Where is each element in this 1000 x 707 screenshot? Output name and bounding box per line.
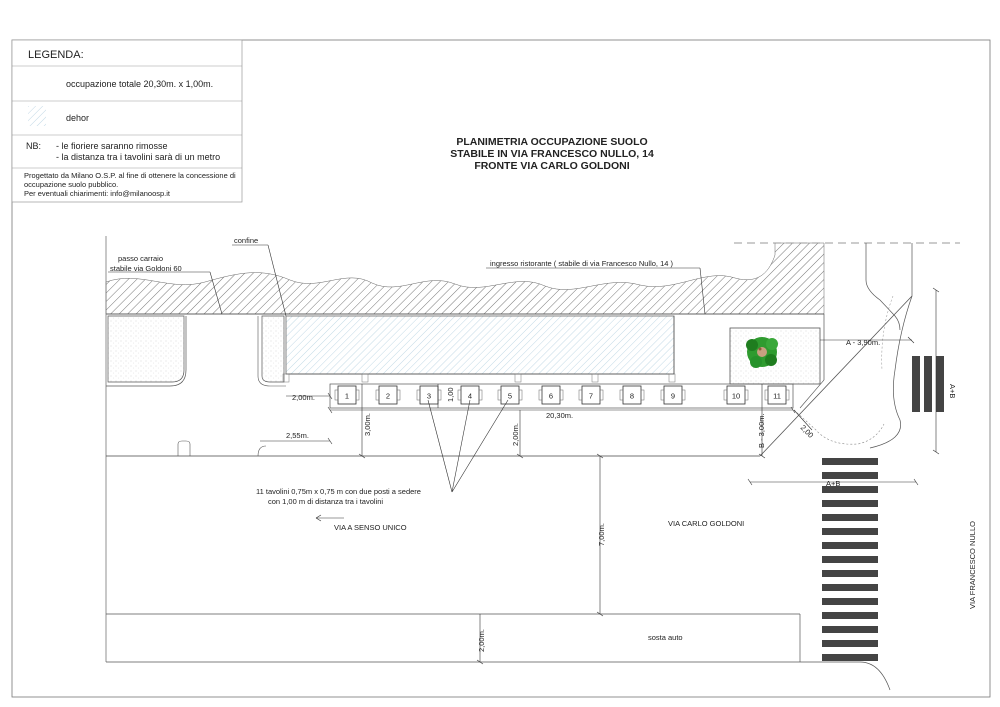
title-line: PLANIMETRIA OCCUPAZIONE SUOLO xyxy=(456,136,647,148)
table-number: 11 xyxy=(773,392,781,401)
crosswalk-stripe xyxy=(822,542,878,549)
legend-credit: Progettato da Milano O.S.P. al fine di o… xyxy=(24,171,236,180)
table-1: 1 xyxy=(334,385,360,405)
legend-total-occupation: occupazione totale 20,30m. x 1,00m. xyxy=(66,79,213,89)
table-6: 6 xyxy=(538,385,564,405)
dimension-label: A+B xyxy=(826,479,840,488)
tables: 1 2 3 4 5 6 7 8 9 10 11 xyxy=(334,385,790,405)
building-wall-hatch xyxy=(105,242,825,315)
crosswalk-stripe xyxy=(822,640,878,647)
via-nullo-label: VIA FRANCESCO NULLO xyxy=(968,521,977,609)
page-frame xyxy=(11,39,991,698)
title-line: STABILE IN VIA FRANCESCO NULLO, 14 xyxy=(450,148,654,160)
table-4: 4 xyxy=(457,385,483,405)
dimension-label: 2,00m. xyxy=(511,423,520,446)
table-8: 8 xyxy=(619,385,645,405)
tavolini-label: con 1,00 m di distanza tra i tavolini xyxy=(268,497,383,506)
crosswalk-bottom xyxy=(822,458,878,661)
crosswalk-stripe xyxy=(822,626,878,633)
title-line: FRONTE VIA CARLO GOLDONI xyxy=(474,160,629,172)
table-number: 7 xyxy=(589,392,593,401)
crosswalk-stripe xyxy=(822,528,878,535)
table-2: 2 xyxy=(375,385,401,405)
legend-nb-item: - la distanza tra i tavolini sarà di un … xyxy=(56,152,220,162)
crosswalk-stripe xyxy=(822,654,878,661)
occupation-strip xyxy=(329,383,794,409)
legend-nb-item: - le fioriere saranno rimosse xyxy=(56,141,168,151)
table-number: 3 xyxy=(427,392,431,401)
table-number: 10 xyxy=(732,392,740,401)
dimension-label: A+B xyxy=(948,384,957,398)
crosswalk-stripe xyxy=(822,500,878,507)
dimension-label: 2,00m. xyxy=(292,393,315,402)
dimension-label: 3,00m. xyxy=(363,413,372,436)
legend-credit: occupazione suolo pubblico. xyxy=(24,180,118,189)
tavolini-label: 11 tavolini 0,75m x 0,75 m con due posti… xyxy=(256,487,421,496)
leader-lines xyxy=(108,244,706,522)
table-number: 8 xyxy=(630,392,634,401)
crosswalk-stripe xyxy=(822,598,878,605)
table-5: 5 xyxy=(497,385,523,405)
confine-label: confine xyxy=(234,236,258,245)
table-number: 2 xyxy=(386,392,390,401)
dimension-label: 7,00m. xyxy=(597,523,606,546)
dimension-label: B - 3,00m. xyxy=(757,413,766,448)
sosta-label: sosta auto xyxy=(648,633,683,642)
crosswalk-stripe xyxy=(822,612,878,619)
dehor-swatch xyxy=(28,106,46,126)
corner-diagonal xyxy=(759,295,913,457)
crosswalk-stripe xyxy=(822,514,878,521)
table-number: 6 xyxy=(549,392,553,401)
dimension-label: 1,00 xyxy=(446,387,455,402)
crosswalk-stripe xyxy=(822,486,878,493)
legend-header: LEGENDA: xyxy=(28,49,84,61)
via-goldoni-label: VIA CARLO GOLDONI xyxy=(668,519,744,528)
table-3: 3 xyxy=(416,385,442,405)
crosswalk-stripe xyxy=(822,584,878,591)
table-number: 9 xyxy=(671,392,675,401)
dimension-label: 2,00m. xyxy=(477,629,486,652)
senso-unico-label: VIA A SENSO UNICO xyxy=(334,523,407,532)
dimension-label: 2,55m. xyxy=(286,431,309,440)
crosswalk-right xyxy=(912,356,944,412)
legend-nb-label: NB: xyxy=(26,141,41,151)
ingresso-label: ingresso ristorante ( stabile di via Fra… xyxy=(490,259,673,268)
passo-carraio-label: stabile via Goldoni 60 xyxy=(110,264,182,273)
crosswalk-stripe xyxy=(822,556,878,563)
table-number: 5 xyxy=(508,392,512,401)
table-10: 10 xyxy=(723,385,749,405)
legend-credit: Per eventuali chiarimenti: info@milanoos… xyxy=(24,189,171,198)
legend: LEGENDA: occupazione totale 20,30m. x 1,… xyxy=(11,39,243,203)
dimension-label: A - 3,90m. xyxy=(846,338,880,347)
dimension-label: 2,00 xyxy=(799,423,816,440)
legend-dehor: dehor xyxy=(66,113,89,123)
table-number: 1 xyxy=(345,392,349,401)
dimension-lines xyxy=(260,287,940,665)
table-7: 7 xyxy=(578,385,604,405)
crosswalk-stripe xyxy=(822,570,878,577)
planter-small xyxy=(261,315,285,383)
crosswalk-stripe xyxy=(822,458,878,465)
crosswalk-stripe xyxy=(822,472,878,479)
dimension-label: 20,30m. xyxy=(546,411,573,420)
passo-carraio-label: passo carraio xyxy=(118,254,163,263)
table-9: 9 xyxy=(660,385,686,405)
table-11: 11 xyxy=(764,385,790,405)
plan-title: PLANIMETRIA OCCUPAZIONE SUOLO STABILE IN… xyxy=(450,136,654,172)
planter-left xyxy=(107,315,185,383)
tree-planter xyxy=(729,327,821,385)
dehor-area xyxy=(285,315,675,375)
table-number: 4 xyxy=(468,392,472,401)
